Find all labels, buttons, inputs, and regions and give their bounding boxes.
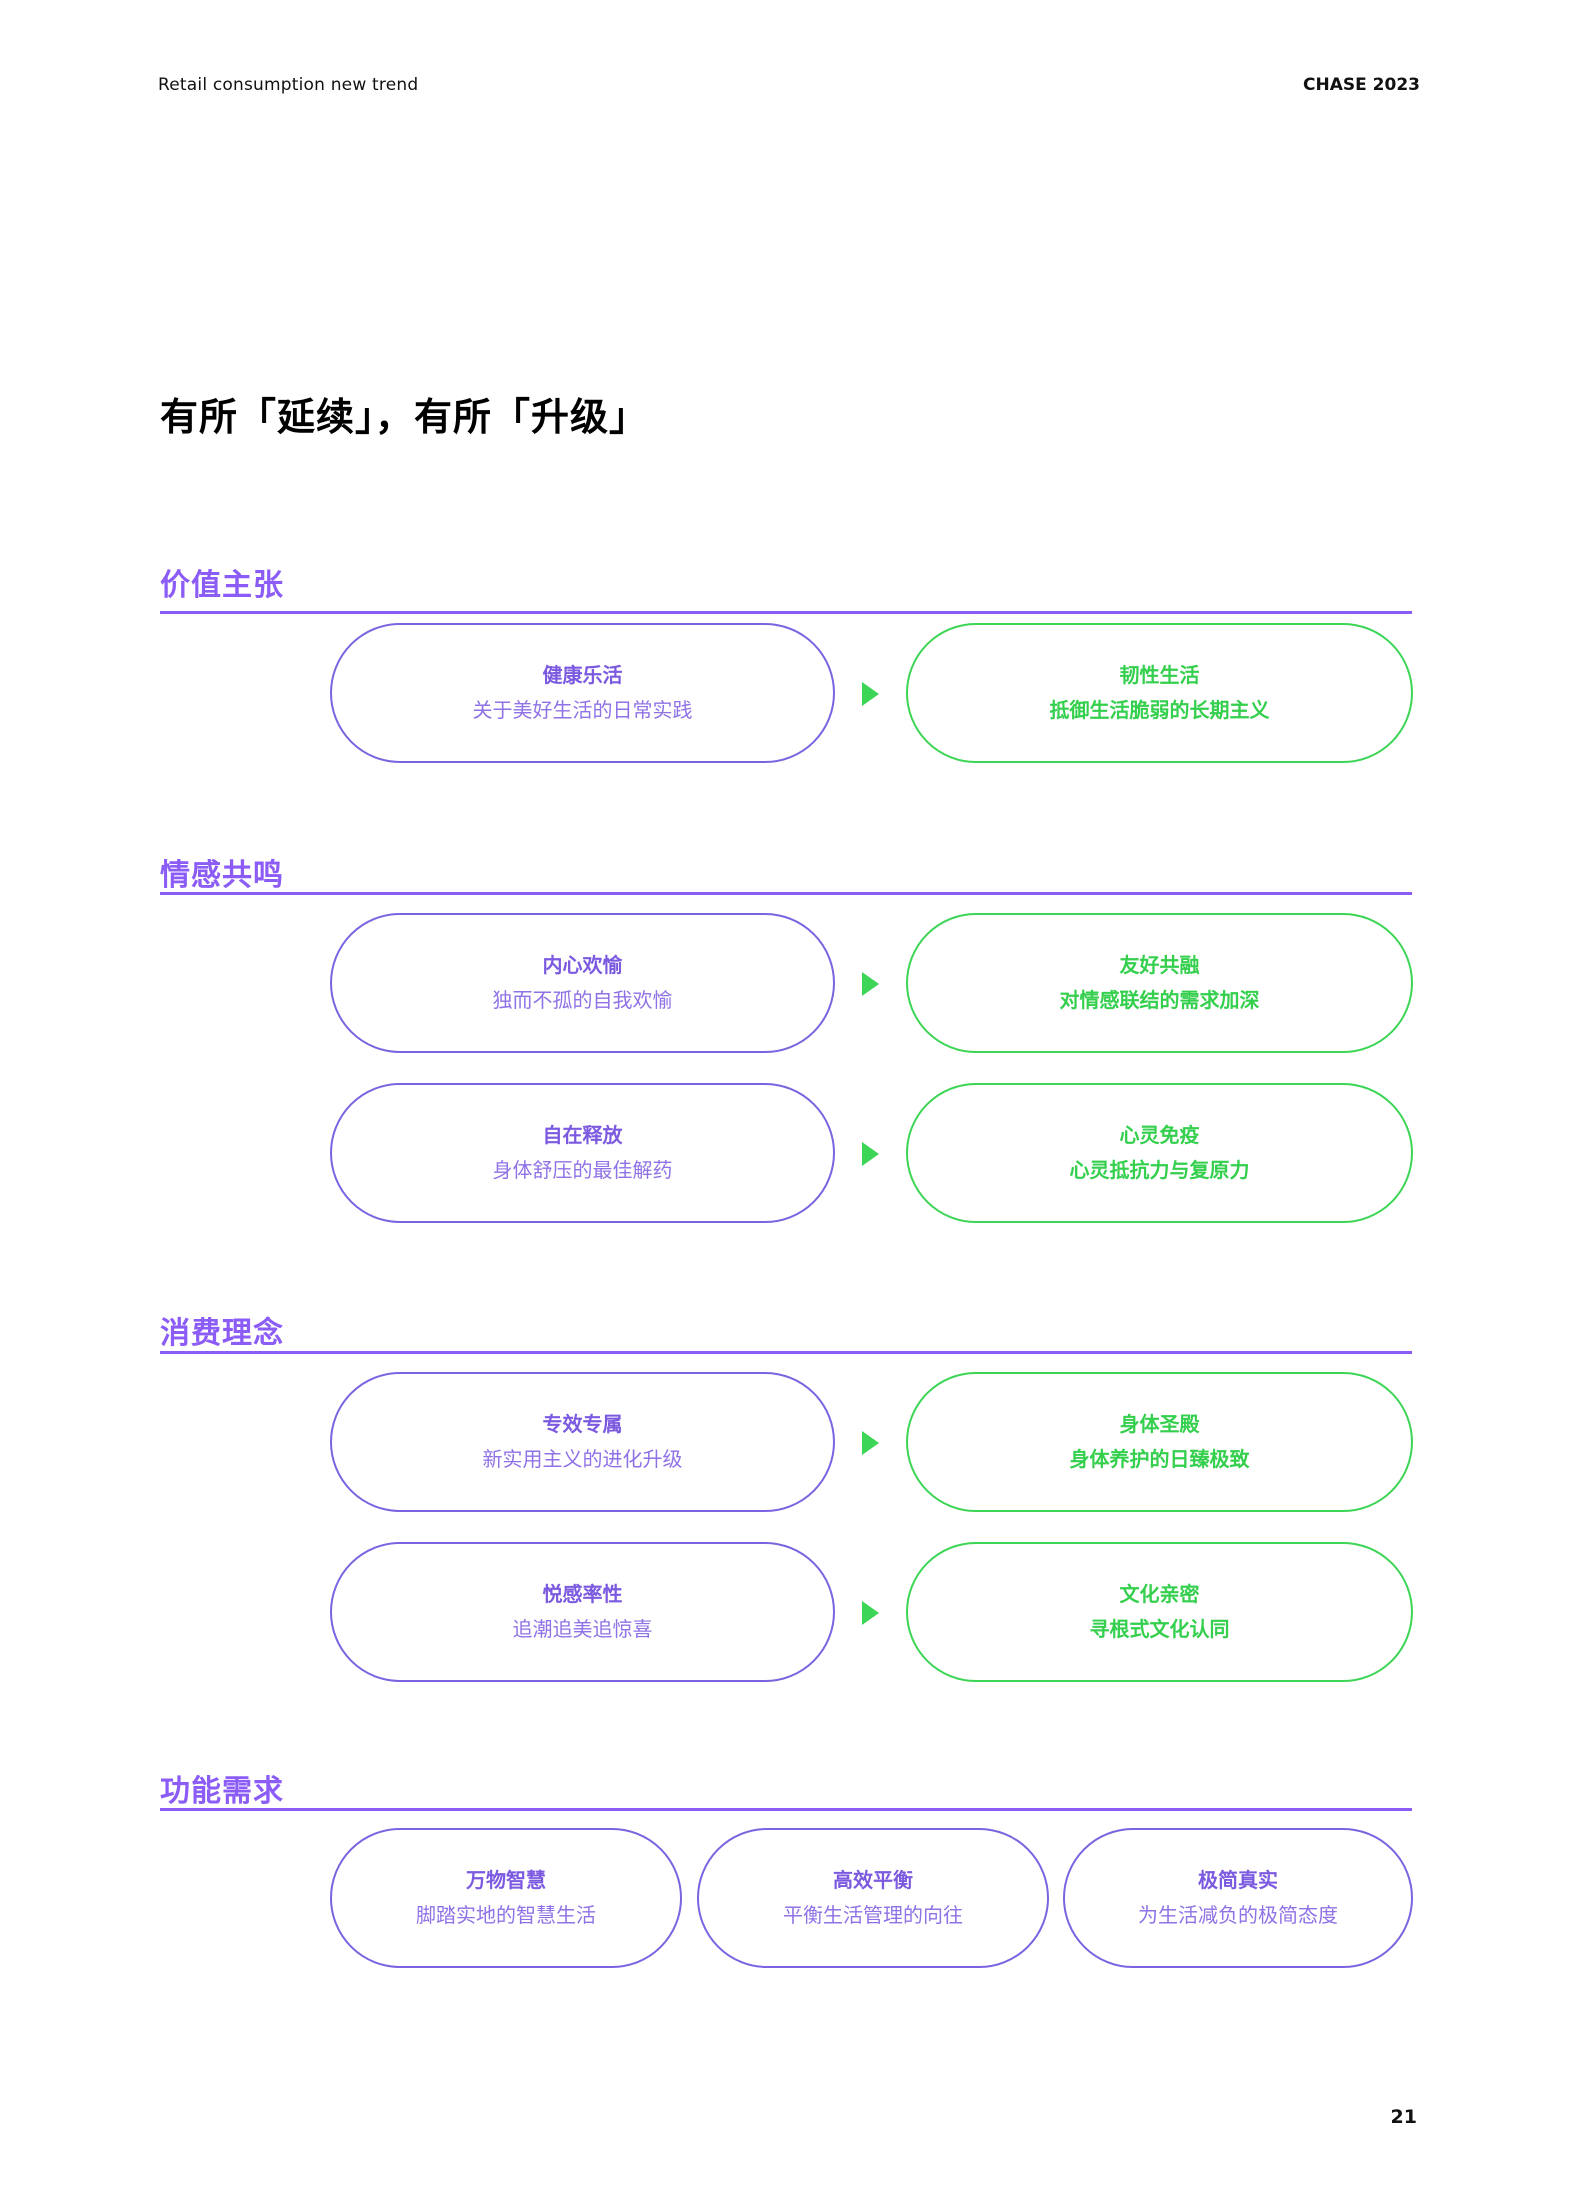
arrow-right-icon xyxy=(862,1142,879,1166)
trend-card-title: 身体圣殿 xyxy=(1119,1412,1200,1436)
section-title-emotional-resonance: 情感共鸣 xyxy=(160,858,284,893)
section-title-value-proposition: 价值主张 xyxy=(160,568,284,603)
trend-card-to: 文化亲密 寻根式文化认同 xyxy=(906,1542,1413,1682)
trend-card-from: 内心欢愉 独而不孤的自我欢愉 xyxy=(330,913,835,1053)
trend-card-subtitle: 心灵抵抗力与复原力 xyxy=(1069,1158,1250,1182)
trend-card-to: 心灵免疫 心灵抵抗力与复原力 xyxy=(906,1083,1413,1223)
trend-card-title: 专效专属 xyxy=(542,1412,623,1436)
trend-card-from: 自在释放 身体舒压的最佳解药 xyxy=(330,1083,835,1223)
trend-card: 万物智慧 脚踏实地的智慧生活 xyxy=(330,1828,682,1968)
page-title: 有所「延续」，有所「升级」 xyxy=(160,395,649,439)
trend-card-from: 专效专属 新实用主义的进化升级 xyxy=(330,1372,835,1512)
header-report-title: Retail consumption new trend xyxy=(158,75,419,95)
section-divider xyxy=(160,1351,1412,1354)
trend-card-title: 友好共融 xyxy=(1119,953,1200,977)
trend-card-title: 韧性生活 xyxy=(1119,663,1200,687)
trend-card-subtitle: 新实用主义的进化升级 xyxy=(482,1447,683,1471)
trend-card-title: 自在释放 xyxy=(542,1123,623,1147)
header-brand-year: CHASE 2023 xyxy=(1303,75,1420,95)
trend-card-title: 高效平衡 xyxy=(833,1868,913,1892)
arrow-right-icon xyxy=(862,682,879,706)
trend-card-subtitle: 寻根式文化认同 xyxy=(1089,1617,1230,1641)
section-divider xyxy=(160,611,1412,614)
section-divider xyxy=(160,1808,1412,1811)
trend-card-subtitle: 抵御生活脆弱的长期主义 xyxy=(1049,698,1270,722)
arrow-right-icon xyxy=(862,1431,879,1455)
trend-card-from: 健康乐活 关于美好生活的日常实践 xyxy=(330,623,835,763)
trend-card-subtitle: 脚踏实地的智慧生活 xyxy=(416,1903,596,1927)
arrow-right-icon xyxy=(862,972,879,996)
trend-card-title: 内心欢愉 xyxy=(542,953,623,977)
trend-card-subtitle: 平衡生活管理的向往 xyxy=(783,1903,963,1927)
trend-card-title: 悦感率性 xyxy=(542,1582,623,1606)
trend-card-subtitle: 身体舒压的最佳解药 xyxy=(492,1158,673,1182)
section-title-consumption-concept: 消费理念 xyxy=(160,1316,284,1351)
trend-card-subtitle: 独而不孤的自我欢愉 xyxy=(492,988,673,1012)
trend-card: 高效平衡 平衡生活管理的向往 xyxy=(697,1828,1049,1968)
trend-card-title: 健康乐活 xyxy=(542,663,623,687)
trend-card-subtitle: 身体养护的日臻极致 xyxy=(1069,1447,1250,1471)
trend-card: 极简真实 为生活减负的极简态度 xyxy=(1063,1828,1413,1968)
trend-card-title: 文化亲密 xyxy=(1119,1582,1200,1606)
trend-card-to: 韧性生活 抵御生活脆弱的长期主义 xyxy=(906,623,1413,763)
page-number: 21 xyxy=(1390,2106,1417,2128)
trend-card-title: 极简真实 xyxy=(1198,1868,1278,1892)
trend-card-subtitle: 为生活减负的极简态度 xyxy=(1138,1903,1338,1927)
trend-card-from: 悦感率性 追潮追美追惊喜 xyxy=(330,1542,835,1682)
arrow-right-icon xyxy=(862,1601,879,1625)
trend-card-subtitle: 对情感联结的需求加深 xyxy=(1059,988,1260,1012)
section-title-functional-needs: 功能需求 xyxy=(160,1774,284,1809)
trend-card-subtitle: 关于美好生活的日常实践 xyxy=(472,698,693,722)
trend-card-title: 心灵免疫 xyxy=(1119,1123,1200,1147)
trend-card-to: 身体圣殿 身体养护的日臻极致 xyxy=(906,1372,1413,1512)
trend-card-to: 友好共融 对情感联结的需求加深 xyxy=(906,913,1413,1053)
trend-card-title: 万物智慧 xyxy=(466,1868,546,1892)
trend-card-subtitle: 追潮追美追惊喜 xyxy=(512,1617,653,1641)
section-divider xyxy=(160,892,1412,895)
